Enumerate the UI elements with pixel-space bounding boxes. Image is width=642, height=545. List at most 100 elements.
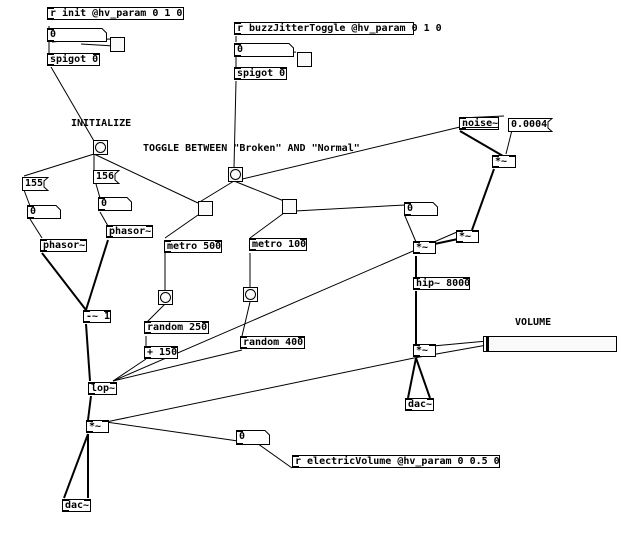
number-box-frame [234, 43, 294, 57]
number-volume[interactable]: 0 [236, 430, 270, 445]
message-155[interactable]: 155 [22, 177, 49, 191]
multiply-b-object[interactable]: *~ [456, 230, 479, 243]
object-text: metro 100 [252, 239, 307, 250]
message-flag [114, 170, 120, 184]
dac-right-object[interactable]: dac~ [405, 398, 434, 411]
number-box-frame [236, 430, 270, 445]
number-value: 0 [50, 29, 57, 40]
cord [93, 153, 199, 204]
number-buzz[interactable]: 0 [234, 43, 294, 57]
number-value: 0 [237, 44, 244, 55]
toggle-buzz[interactable] [297, 52, 312, 67]
signal-cord [41, 252, 87, 311]
cord [95, 183, 101, 199]
bang-metro100[interactable] [243, 287, 258, 302]
multiply-volume-object[interactable]: *~ [413, 344, 436, 357]
object-text: phasor~ [109, 226, 152, 237]
receive-init-object[interactable]: r init @hv_param 0 1 0 [47, 7, 184, 20]
signal-cord [63, 433, 89, 499]
signal-cord [415, 357, 431, 399]
object-text: *~ [495, 156, 508, 167]
bang-metro500[interactable] [158, 290, 173, 305]
object-text: + 150 [147, 347, 178, 358]
cord [80, 43, 115, 47]
plus150-object[interactable]: + 150 [144, 346, 178, 359]
phasor1-object[interactable]: phasor~ [40, 239, 87, 252]
number-value: 0 [407, 203, 414, 214]
spigot-buzz-object[interactable]: spigot 0 [234, 67, 287, 80]
random250-object[interactable]: random 250 [144, 321, 209, 334]
spigot-init-object[interactable]: spigot 0 [47, 53, 100, 66]
message-text: 0.0004 [511, 119, 548, 130]
message-156[interactable]: 156 [93, 170, 120, 184]
bang-initialize[interactable] [93, 140, 108, 155]
cord [164, 214, 199, 239]
object-text: r init @hv_param 0 1 0 [50, 8, 183, 19]
receive-electric-volume-object[interactable]: r electricVolume @hv_param 0 0.5 0 [292, 455, 500, 468]
number-box-frame [27, 205, 61, 219]
multiply-noise-object[interactable]: *~ [492, 155, 516, 168]
toggle-metro100[interactable] [282, 199, 297, 214]
cord [249, 212, 285, 239]
number-value: 0 [30, 206, 37, 217]
comment-toggle: TOGGLE BETWEEN "Broken" AND "Normal" [143, 143, 360, 154]
number-value: 0 [101, 198, 108, 209]
signal-cord [471, 168, 495, 231]
subtract-object[interactable]: -~ 1 [83, 310, 111, 323]
message-0004[interactable]: 0.0004 [508, 118, 553, 132]
cord [197, 180, 235, 204]
cord [29, 218, 43, 239]
lop-object[interactable]: lop~ [88, 382, 117, 395]
object-text: r electricVolume @hv_param 0 0.5 0 [295, 456, 500, 467]
cord [105, 357, 415, 423]
bang-toggle-mode[interactable] [228, 167, 243, 182]
receive-buzz-jitter-object[interactable]: r buzzJitterToggle @hv_param 0 1 0 [234, 22, 442, 35]
number-mid[interactable]: 0 [404, 202, 438, 216]
toggle-metro500[interactable] [198, 201, 213, 216]
cord [505, 129, 513, 155]
object-text: spigot 0 [50, 54, 99, 65]
number-box-frame [47, 28, 107, 42]
comment-volume: VOLUME [515, 317, 552, 328]
object-text: phasor~ [43, 240, 86, 251]
metro100-object[interactable]: metro 100 [249, 238, 307, 251]
bang-circle-icon [245, 289, 256, 300]
number-phasor1-freq[interactable]: 0 [27, 205, 61, 219]
toggle-init[interactable] [110, 37, 125, 52]
dac-left-object[interactable]: dac~ [62, 499, 91, 512]
multiply-a-object[interactable]: *~ [413, 241, 436, 254]
cord [112, 358, 147, 382]
object-text: hip~ 8000 [416, 278, 471, 289]
cord [294, 204, 406, 212]
metro500-object[interactable]: metro 500 [164, 240, 222, 253]
cord [50, 66, 95, 142]
noise-object[interactable]: noise~ [459, 117, 499, 130]
signal-cord [85, 323, 91, 382]
cord [99, 211, 109, 227]
number-init[interactable]: 0 [47, 28, 107, 42]
cord [233, 80, 237, 169]
object-text: random 250 [147, 322, 208, 333]
cord [241, 301, 251, 337]
object-text: -~ 1 [86, 311, 111, 322]
object-text: *~ [416, 345, 429, 356]
number-phasor2-freq[interactable]: 0 [98, 197, 132, 211]
number-box-frame [98, 197, 132, 211]
multiply-main-object[interactable]: *~ [86, 420, 109, 433]
random400-object[interactable]: random 400 [240, 336, 305, 349]
phasor2-object[interactable]: phasor~ [106, 225, 153, 238]
hip-object[interactable]: hip~ 8000 [413, 277, 470, 290]
number-value: 0 [239, 431, 246, 442]
signal-cord [459, 130, 504, 157]
object-text: dac~ [408, 399, 433, 410]
message-flag [43, 177, 49, 191]
slider-knob[interactable] [486, 337, 489, 351]
object-text: *~ [416, 242, 429, 253]
volume-slider[interactable] [483, 336, 617, 352]
cord [404, 215, 417, 243]
message-text: 155 [25, 178, 44, 189]
cord [23, 189, 31, 207]
cord [432, 340, 488, 347]
cord [105, 421, 239, 442]
